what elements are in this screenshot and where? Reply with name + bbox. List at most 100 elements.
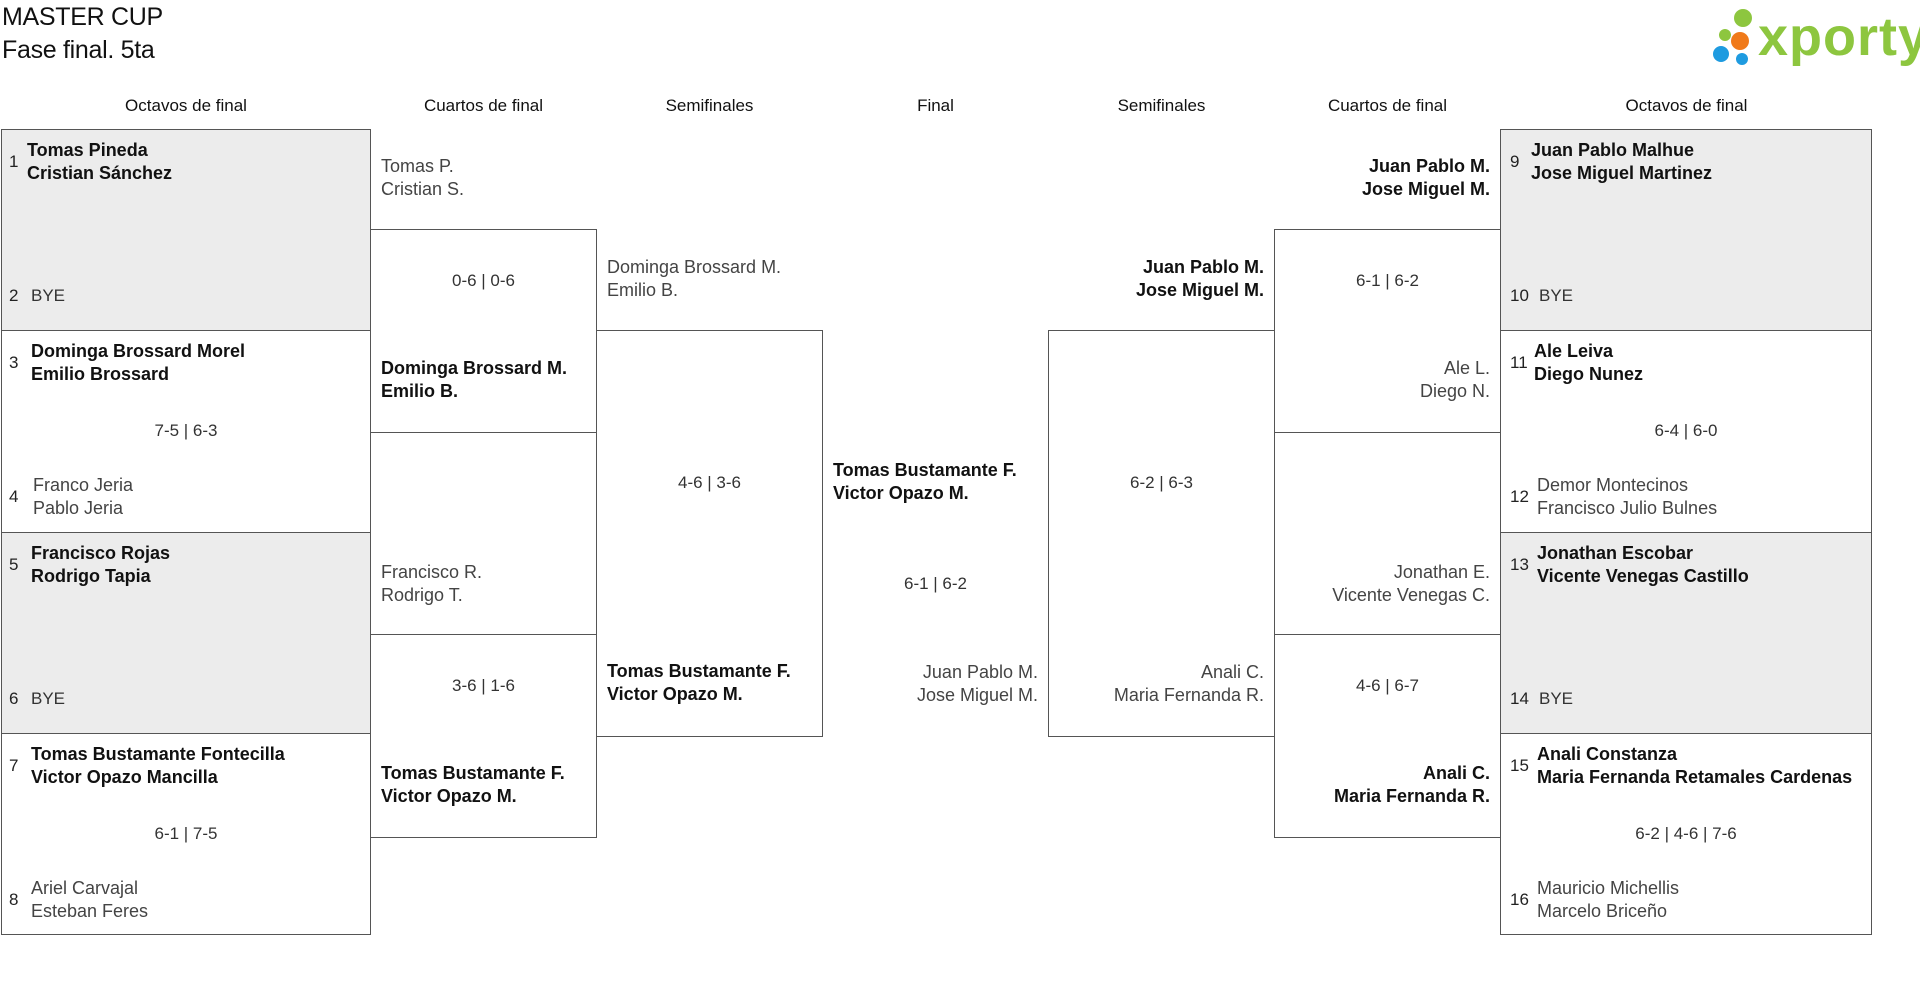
team-entry: Juan Pablo M. Jose Miguel M.	[1275, 155, 1490, 201]
seed-number: 7	[9, 756, 19, 775]
match-r16-right-3[interactable]	[1500, 532, 1872, 734]
seed-number: 13	[1510, 555, 1529, 574]
player-name: Juan Pablo M.	[1368, 156, 1490, 176]
team-entry: Juan Pablo M. Jose Miguel M.	[823, 661, 1038, 707]
team-entry: Dominga Brossard M. Emilio B.	[607, 256, 781, 302]
player-name: Tomas Pineda	[27, 140, 148, 160]
team-entry: Dominga Brossard Morel Emilio Brossard	[31, 340, 245, 386]
bye-label: BYE	[1539, 286, 1574, 305]
player-name: Victor Opazo M.	[607, 684, 743, 704]
team-entry: Tomas Pineda Cristian Sánchez	[27, 139, 172, 185]
player-name: Demor Montecinos	[1537, 475, 1689, 495]
player-name: Emilio B.	[607, 280, 679, 300]
player-name: Diego N.	[1419, 381, 1490, 401]
seed-number: 4	[9, 487, 19, 506]
team-entry: Anali C. Maria Fernanda R.	[1275, 762, 1490, 808]
player-name: Francisco Julio Bulnes	[1537, 498, 1718, 518]
team-entry: Franco Jeria Pablo Jeria	[33, 474, 133, 520]
player-name: Franco Jeria	[33, 475, 134, 495]
bye-label: BYE	[31, 689, 66, 708]
player-name: Jose Miguel Martinez	[1531, 163, 1713, 183]
tournament-subtitle: Fase final. 5ta	[2, 36, 155, 64]
player-name: Tomas Bustamante F.	[833, 460, 1017, 480]
player-name: Victor Opazo Mancilla	[31, 767, 218, 787]
player-name: Emilio B.	[381, 381, 459, 401]
player-name: Cristian Sánchez	[27, 163, 173, 183]
player-name: Jonathan E.	[1393, 562, 1490, 582]
seed-number: 10	[1510, 286, 1529, 305]
match-r16-right-1[interactable]	[1500, 129, 1872, 331]
player-name: Francisco Rojas	[31, 543, 171, 563]
match-sf-right[interactable]	[1048, 330, 1275, 737]
player-name: Rodrigo T.	[381, 585, 463, 605]
seed-number: 6	[9, 689, 19, 708]
match-score: 6-1 | 7-5	[154, 824, 218, 843]
player-name: Tomas P.	[381, 156, 454, 176]
team-entry: Dominga Brossard M. Emilio B.	[381, 357, 567, 403]
seed-number: 5	[9, 555, 19, 574]
player-name: Anali C.	[1200, 662, 1264, 682]
player-name: Jose Miguel M.	[1135, 280, 1264, 300]
match-sf-left[interactable]	[596, 330, 823, 737]
team-entry: Anali C. Maria Fernanda R.	[1049, 661, 1264, 707]
seed-number: 9	[1510, 152, 1520, 171]
seed-number: 14	[1510, 689, 1529, 708]
team-entry: Anali Constanza Maria Fernanda Retamales…	[1537, 743, 1870, 789]
seed-number: 15	[1510, 756, 1529, 775]
player-name: Anali C.	[1422, 763, 1490, 783]
seed-number: 1	[9, 152, 19, 171]
heading-right-sf: Semifinales	[1117, 96, 1206, 115]
team-entry: Jonathan E. Vicente Venegas C.	[1275, 561, 1490, 607]
player-name: Jose Miguel M.	[1361, 179, 1490, 199]
team-entry: Tomas Bustamante F. Victor Opazo M.	[381, 762, 565, 808]
heading-right-r16: Octavos de final	[1625, 96, 1748, 115]
seed-number: 11	[1510, 353, 1528, 372]
player-name: Juan Pablo Malhue	[1531, 140, 1695, 160]
player-name: Jose Miguel M.	[916, 685, 1038, 705]
seed-number: 8	[9, 890, 19, 909]
player-name: Francisco R.	[381, 562, 483, 582]
player-name: Dominga Brossard Morel	[31, 341, 246, 361]
team-entry: Francisco R. Rodrigo T.	[381, 561, 482, 607]
bye-label: BYE	[31, 286, 66, 305]
player-name: Maria Fernanda Retamales Cardenas	[1537, 767, 1853, 787]
match-score: 0-6 | 0-6	[451, 271, 515, 290]
match-r16-left-1[interactable]	[1, 129, 371, 331]
player-name: Dominga Brossard M.	[607, 257, 782, 277]
heading-final: Final	[917, 96, 954, 115]
player-name: Jonathan Escobar	[1537, 543, 1694, 563]
team-entry: Tomas P. Cristian S.	[381, 155, 464, 201]
player-name: Victor Opazo M.	[381, 786, 517, 806]
seed-number: 16	[1510, 890, 1529, 909]
player-name: Mauricio Michellis	[1537, 878, 1680, 898]
player-name: Diego Nunez	[1534, 364, 1644, 384]
logo-dots-icon	[1713, 9, 1752, 65]
player-name: Victor Opazo M.	[833, 483, 969, 503]
tournament-title: MASTER CUP	[2, 3, 163, 31]
match-r16-right-4[interactable]	[1500, 733, 1872, 935]
player-name: Pablo Jeria	[33, 498, 124, 518]
heading-right-qf: Cuartos de final	[1327, 96, 1448, 115]
match-score: 6-2 | 4-6 | 7-6	[1635, 824, 1737, 843]
player-name: Vicente Venegas Castillo	[1537, 566, 1749, 586]
match-score: 6-2 | 6-3	[1129, 473, 1193, 492]
heading-left-qf: Cuartos de final	[423, 96, 544, 115]
player-name: Emilio Brossard	[31, 364, 170, 384]
team-entry: Mauricio Michellis Marcelo Briceño	[1537, 877, 1679, 923]
xporty-logo[interactable]	[1695, 2, 1920, 72]
match-score: 3-6 | 1-6	[451, 676, 515, 695]
player-name: Dominga Brossard M.	[381, 358, 568, 378]
player-name: Ale L.	[1443, 358, 1490, 378]
player-name: Rodrigo Tapia	[31, 566, 151, 586]
bye-label: BYE	[1539, 689, 1574, 708]
match-r16-left-3[interactable]	[1, 532, 371, 734]
player-name: Juan Pablo M.	[922, 662, 1038, 682]
match-score: 4-6 | 3-6	[677, 473, 741, 492]
match-score: 4-6 | 6-7	[1355, 676, 1419, 695]
match-score: 6-1 | 6-2	[1355, 271, 1419, 290]
team-entry: Demor Montecinos Francisco Julio Bulnes	[1537, 474, 1717, 520]
player-name: Ale Leiva	[1534, 341, 1614, 361]
team-entry: Francisco Rojas Rodrigo Tapia	[31, 542, 170, 588]
team-entry: Ale Leiva Diego Nunez	[1534, 340, 1643, 386]
match-score: 7-5 | 6-3	[154, 421, 218, 440]
